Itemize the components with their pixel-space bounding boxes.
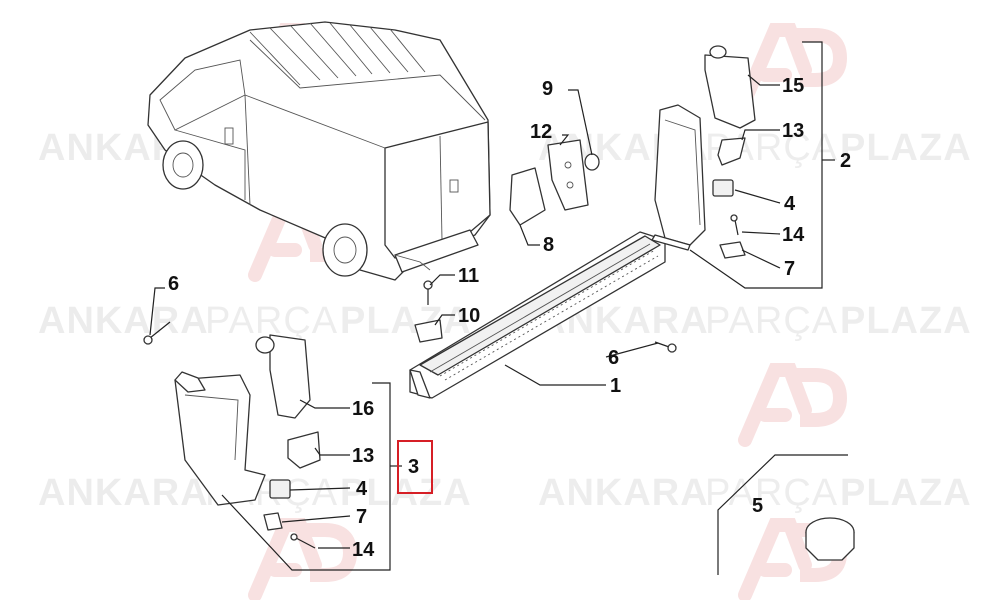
callout-10: 10 — [458, 305, 480, 327]
watermark-brand-right: PLAZA — [340, 300, 472, 342]
callout-13: 13 — [782, 120, 804, 142]
callout-8: 8 — [543, 234, 554, 256]
callout-2: 2 — [840, 150, 851, 172]
callout-6: 6 — [608, 347, 619, 369]
watermark-brand-mid: PARÇA — [705, 472, 838, 514]
watermark-brand-right: PLAZA — [840, 472, 972, 514]
highlight-box — [397, 440, 433, 494]
callout-14: 14 — [352, 539, 375, 561]
callout-12: 12 — [530, 121, 552, 143]
callout-1: 1 — [610, 375, 621, 397]
callout-7: 7 — [356, 506, 367, 528]
watermark-brand-right: PLAZA — [840, 300, 972, 342]
callout-numbers: 1 2 3 4 4 5 6 6 7 7 8 9 10 11 12 13 13 1… — [168, 75, 851, 561]
screw-parts — [143, 321, 677, 353]
front-end-cap-assembly — [174, 334, 321, 549]
callout-11: 11 — [458, 265, 479, 287]
round-plug-part — [805, 517, 855, 561]
running-board-part — [409, 231, 666, 399]
callout-5: 5 — [752, 495, 763, 517]
van-illustration — [147, 21, 491, 281]
callout-3: 3 — [408, 456, 419, 478]
watermark-brand-left: ANKARA — [538, 472, 709, 514]
watermark-brand-left: ANKARA — [38, 300, 209, 342]
callout-16: 16 — [352, 398, 374, 420]
callout-9: 9 — [542, 78, 553, 100]
callout-14: 14 — [782, 224, 805, 246]
callout-6: 6 — [168, 273, 179, 295]
callout-4: 4 — [784, 193, 796, 215]
callout-7: 7 — [784, 258, 795, 280]
callout-4: 4 — [356, 478, 368, 500]
rear-end-cap-assembly — [651, 45, 756, 259]
callout-13: 13 — [352, 445, 374, 467]
watermark-brand-left: ANKARA — [38, 472, 209, 514]
mounting-bracket-parts — [509, 139, 600, 226]
watermark-brand-mid: PARÇA — [705, 300, 838, 342]
assembly-brackets — [221, 41, 848, 575]
leader-lines — [149, 74, 781, 549]
bolt-and-clip — [414, 280, 443, 343]
callout-15: 15 — [782, 75, 804, 97]
watermark-logo — [248, 23, 848, 600]
watermark-brand-right: PLAZA — [840, 127, 972, 169]
